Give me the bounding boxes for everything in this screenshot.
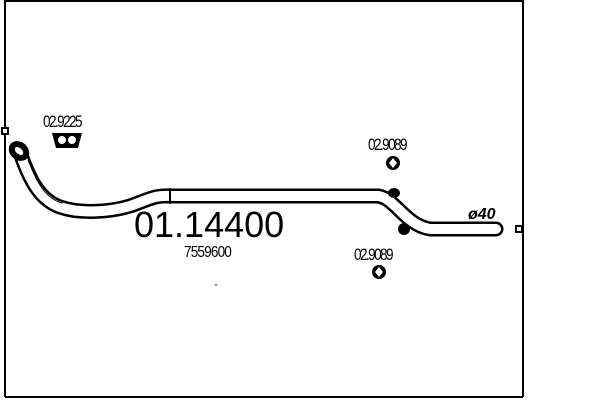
flange [8,141,30,161]
frame [4,0,524,398]
marker-left [1,127,9,135]
rubber-ring-label-upper: 02.9089 [368,135,408,154]
rubber-ring-icon [386,156,400,170]
gasket-icon [52,133,82,148]
pipe [14,150,504,237]
rubber-ring-label-lower: 02.9089 [354,245,394,264]
rubber-ring-icon [372,265,386,279]
oem-number: 7559600 [184,244,232,261]
hanger-upper [388,188,400,198]
dot [215,284,217,286]
hanger-lower [398,223,410,235]
part-number: 01.14400 [134,204,285,245]
gasket-label: 02.9225 [43,112,83,131]
diameter-label: ø40 [468,206,496,223]
marker-right [515,225,523,233]
